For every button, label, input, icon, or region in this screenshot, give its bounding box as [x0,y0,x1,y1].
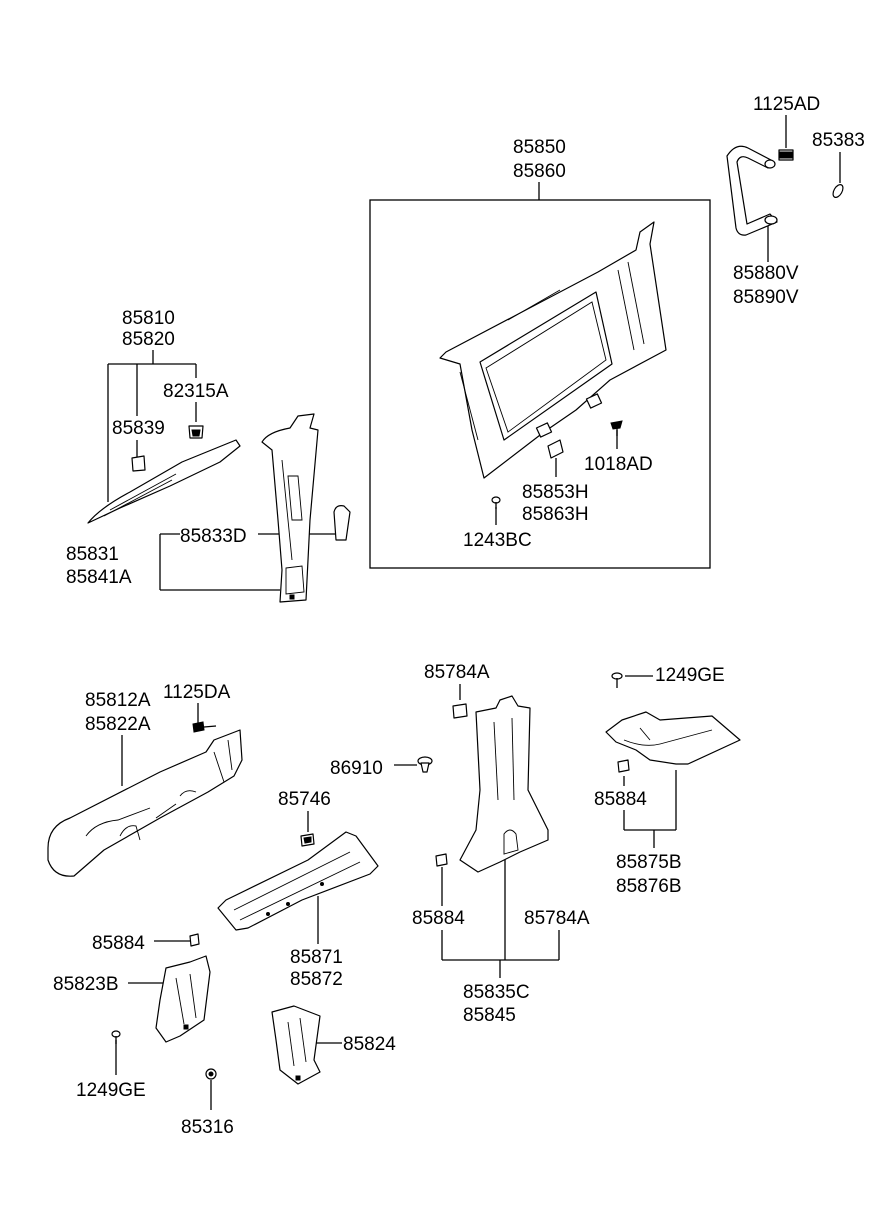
label-85833D: 85833D [180,526,247,547]
label-85884-left: 85884 [92,933,145,954]
clip-85784a-top-icon [452,703,468,719]
label-86910: 86910 [330,758,383,779]
quarter-trim-panel-icon [439,221,667,479]
label-85876B: 85876B [616,876,682,897]
screw-1018ad-icon [610,420,623,436]
label-85884-right: 85884 [594,789,647,810]
clip-85884-left-icon [189,933,200,947]
label-85890V: 85890V [733,287,799,308]
assist-grip-icon [726,145,778,236]
label-85823B: 85823B [53,974,119,995]
clip-85839-icon [131,455,146,472]
clip-85884-mid-icon [435,853,448,867]
bolt-1125ad-icon [778,149,794,161]
trim-insert-85833d-icon [333,505,351,541]
label-85860: 85860 [513,161,566,182]
label-85853H: 85853H [522,482,589,503]
label-1125AD: 1125AD [753,94,820,115]
clip-82315a-icon [188,425,204,439]
label-1249GE-right: 1249GE [655,665,725,686]
screw-1249ge-right-icon [611,672,623,688]
label-85875B: 85875B [616,852,682,873]
label-1249GE-left: 1249GE [76,1080,146,1101]
label-1018AD: 1018AD [584,454,653,475]
label-85884-mid: 85884 [412,908,465,929]
label-85812A: 85812A [85,690,151,711]
label-85880V: 85880V [733,263,799,284]
lower-side-trim-icon [47,729,243,877]
clip-85316-icon [205,1068,217,1080]
cowl-side-trim-icon [155,955,211,1043]
center-pillar-upper-trim-icon [261,413,319,603]
label-82315A: 82315A [163,381,229,402]
label-85845: 85845 [463,1005,516,1026]
label-85863H: 85863H [522,504,589,525]
leader-lines [107,115,841,1110]
sill-plate-icon [217,831,379,931]
label-1243BC: 1243BC [463,530,532,551]
label-85820: 85820 [122,329,175,350]
label-85872: 85872 [290,969,343,990]
label-85784A-top: 85784A [424,662,490,683]
clip-85884-right-icon [617,759,630,773]
screw-1243bc-icon [491,496,501,509]
label-85810: 85810 [122,308,175,329]
label-85746: 85746 [278,789,331,810]
label-85835C: 85835C [463,982,530,1003]
a-pillar-trim-icon [87,439,241,524]
clip-85746-icon [300,833,315,847]
screw-1249ge-left-icon [111,1030,121,1044]
label-85831: 85831 [66,544,119,565]
label-85784A-mid: 85784A [524,908,590,929]
label-85839: 85839 [112,418,165,439]
center-pillar-lower-trim-icon [459,695,549,873]
quarter-panel-group-box [369,199,711,569]
clip-86910-icon [417,756,433,773]
part-labels: 1125AD 85383 85850 85860 85880V 85890V 8… [53,94,865,1138]
clip-85853h-icon [547,439,564,459]
label-85871: 85871 [290,947,343,968]
label-85824: 85824 [343,1034,396,1055]
label-85850: 85850 [513,137,566,158]
screw-1125da-icon [192,721,217,733]
label-85316: 85316 [181,1117,234,1138]
trim-85824-icon [271,1005,321,1085]
cap-85383-icon [832,184,844,198]
label-85822A: 85822A [85,714,151,735]
label-85383: 85383 [812,130,865,151]
label-1125DA: 1125DA [163,682,231,703]
sill-trim-right-icon [605,711,741,765]
label-85841A: 85841A [66,567,132,588]
